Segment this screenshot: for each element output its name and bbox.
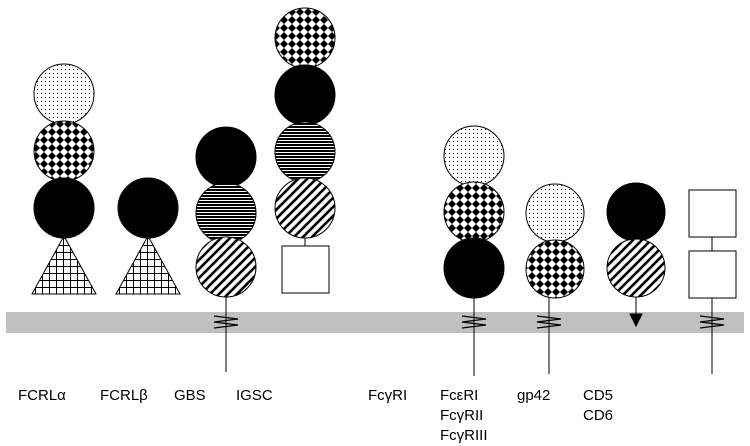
label-igsc: IGSC	[236, 387, 273, 404]
anchor-arrowhead	[629, 313, 643, 328]
label-fcgriii: FcγRIII	[440, 427, 488, 444]
dotted-domain	[525, 183, 585, 243]
solid-domain	[443, 237, 505, 299]
square-domain-bottom	[688, 250, 737, 299]
gbs-receptor	[195, 126, 257, 372]
dotted-domain	[443, 125, 505, 187]
checkered-domain	[274, 7, 336, 69]
diagonal-hatch-domain	[606, 238, 666, 298]
label-fcrl-beta: FCRLβ	[100, 387, 148, 404]
square-domain	[281, 245, 330, 294]
solid-domain	[606, 182, 666, 242]
transmembrane-zigzag	[699, 315, 725, 329]
dotted-domain	[33, 63, 95, 125]
solid-domain	[33, 177, 95, 239]
checkered-domain	[33, 120, 95, 182]
checkered-domain	[525, 239, 585, 299]
solid-domain	[274, 64, 336, 126]
solid-domain	[117, 177, 179, 239]
label-fcgri: FcγRI	[368, 387, 407, 404]
cd5-cd6-receptor	[606, 182, 666, 328]
label-gp42: gp42	[517, 387, 550, 404]
horizontal-lines-domain	[195, 182, 257, 244]
igsc-receptor	[274, 7, 336, 294]
label-fcrl-alpha: FCRLα	[18, 387, 66, 404]
diagonal-hatch-domain	[195, 236, 257, 298]
transmembrane-zigzag	[536, 315, 562, 329]
horizontal-lines-domain	[274, 121, 336, 183]
label-cd5: CD5	[583, 387, 613, 404]
fcrl-alpha-receptor	[31, 63, 97, 295]
square-domain-receptor	[688, 189, 737, 374]
checkered-domain	[443, 181, 505, 243]
label-cd6: CD6	[583, 407, 613, 424]
square-domain-top	[688, 189, 737, 238]
label-gbs: GBS	[174, 387, 206, 404]
gp42-receptor	[525, 183, 585, 374]
grid-triangle-domain	[31, 234, 97, 295]
fcrl-beta-receptor	[115, 177, 181, 295]
transmembrane-zigzag	[213, 315, 239, 329]
label-fceri: FcεRI	[440, 387, 478, 404]
diagonal-hatch-domain	[274, 177, 336, 239]
solid-domain	[195, 126, 257, 188]
label-fcgrii: FcγRII	[440, 407, 483, 424]
grid-triangle-domain	[115, 234, 181, 295]
fc-receptor-group	[443, 125, 505, 376]
cell-membrane	[6, 312, 744, 333]
transmembrane-zigzag	[461, 315, 487, 329]
